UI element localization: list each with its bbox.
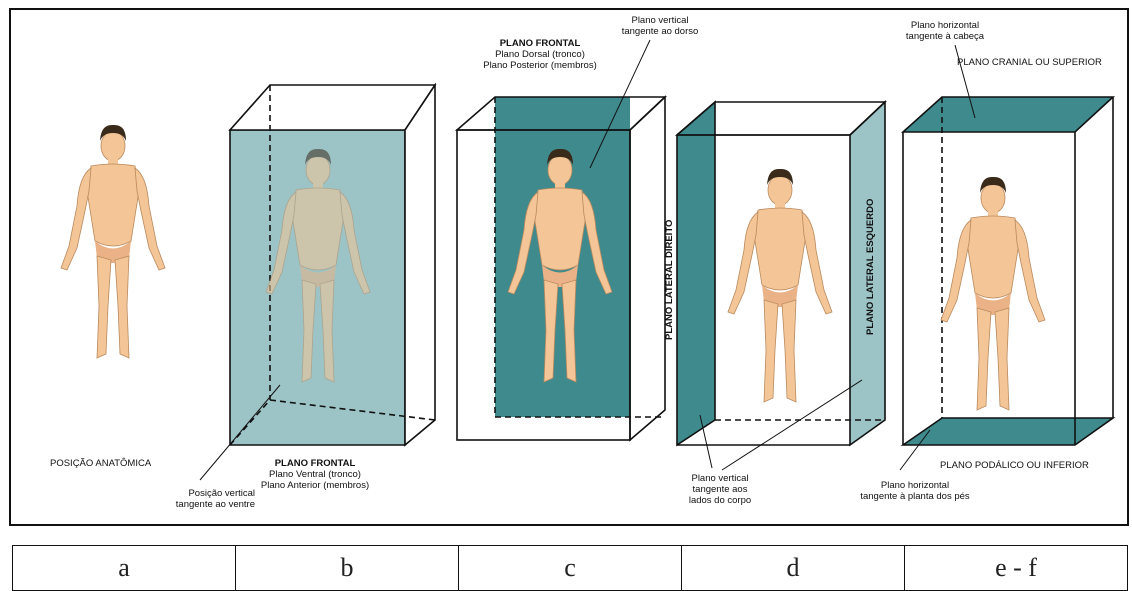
letter-cell-ef: e - f xyxy=(905,546,1128,591)
pointer-d: Plano vertical tangente aos lados do cor… xyxy=(680,473,760,506)
pointer-c-line2: tangente ao dorso xyxy=(622,26,699,37)
caption-c: PLANO FRONTAL Plano Dorsal (tronco) Plan… xyxy=(475,38,605,71)
pointer-d-line1: Plano vertical xyxy=(691,473,748,484)
label-podal: PLANO PODÁLICO OU INFERIOR xyxy=(940,460,1089,471)
caption-c-title: PLANO FRONTAL xyxy=(500,38,581,49)
caption-b: PLANO FRONTAL Plano Ventral (tronco) Pla… xyxy=(250,458,380,491)
pointer-b-line2: tangente ao ventre xyxy=(176,499,255,510)
caption-b-title: PLANO FRONTAL xyxy=(275,458,356,469)
pointer-b: Posição vertical tangente ao ventre xyxy=(115,488,255,510)
label-right-lateral: PLANO LATERAL DIREITO xyxy=(664,220,675,340)
letter-cell-c: c xyxy=(459,546,682,591)
caption-b-sub2: Plano Anterior (membros) xyxy=(261,480,369,491)
caption-c-sub1: Plano Dorsal (tronco) xyxy=(495,49,585,60)
anatomy-figure xyxy=(0,0,1132,530)
pointer-b-line1: Posição vertical xyxy=(188,488,255,499)
letter-cell-d: d xyxy=(682,546,905,591)
caption-b-sub1: Plano Ventral (tronco) xyxy=(269,469,361,480)
pointer-ef-top-line1: Plano horizontal xyxy=(911,20,979,31)
label-left-lateral: PLANO LATERAL ESQUERDO xyxy=(865,199,876,335)
letter-cell-b: b xyxy=(236,546,459,591)
letter-cell-a: a xyxy=(13,546,236,591)
letter-row: a b c d e - f xyxy=(13,546,1128,591)
pointer-d-line3: lados do corpo xyxy=(689,495,751,506)
figure-a-person xyxy=(61,125,165,358)
caption-c-sub2: Plano Posterior (membros) xyxy=(483,60,597,71)
caption-a: POSIÇÃO ANATÔMICA xyxy=(50,458,151,469)
label-cranial: PLANO CRANIAL OU SUPERIOR xyxy=(957,57,1102,68)
letter-table: a b c d e - f xyxy=(12,545,1128,591)
pointer-d-line2: tangente aos xyxy=(693,484,748,495)
pointer-ef-top: Plano horizontal tangente à cabeça xyxy=(890,20,1000,42)
pointer-ef-top-line2: tangente à cabeça xyxy=(906,31,984,42)
pointer-ef-bottom-line2: tangente à planta dos pés xyxy=(860,491,969,502)
pointer-ef-bottom-line1: Plano horizontal xyxy=(881,480,949,491)
pointer-c-line1: Plano vertical xyxy=(631,15,688,26)
pointer-c: Plano vertical tangente ao dorso xyxy=(610,15,710,37)
pointer-ef-bottom: Plano horizontal tangente à planta dos p… xyxy=(845,480,985,502)
